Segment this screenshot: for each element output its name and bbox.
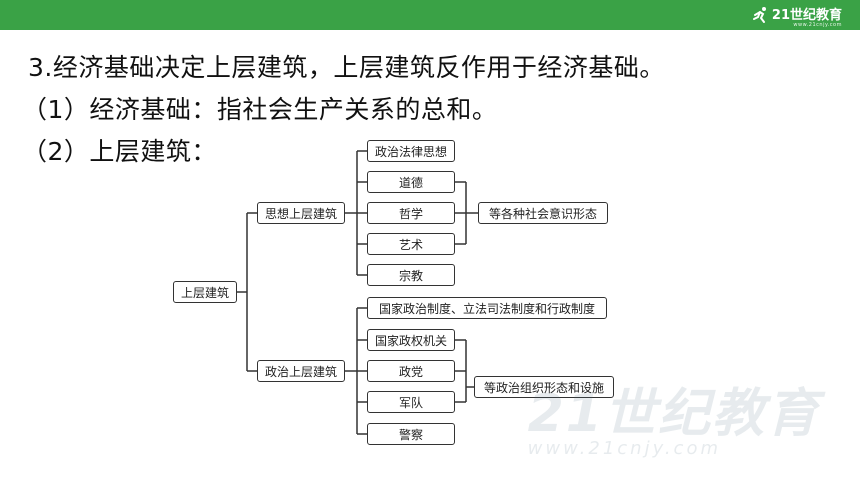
header-bar: 21世纪教育 www.21cnjy.com <box>0 0 860 30</box>
political-item: 国家政治制度、立法司法制度和行政制度 <box>367 297 607 319</box>
political-item: 国家政权机关 <box>367 329 455 351</box>
ideological-item: 道德 <box>367 171 455 193</box>
heading-line-1: 3.经济基础决定上层建筑，上层建筑反作用于经济基础。 <box>28 53 665 82</box>
logo: 21世纪教育 www.21cnjy.com <box>752 3 842 28</box>
ideological-item: 艺术 <box>367 233 455 255</box>
watermark: 21世纪教育 www.21cnjy.com <box>528 388 820 459</box>
ideological-summary-node: 等各种社会意识形态 <box>478 202 608 224</box>
watermark-brand: 21世纪教育 <box>527 384 820 444</box>
political-item: 军队 <box>367 391 455 413</box>
ideological-item: 政治法律思想 <box>367 140 455 162</box>
heading-line-2: （1）经济基础：指社会生产关系的总和。 <box>22 95 498 124</box>
ideological-superstructure-node: 思想上层建筑 <box>257 202 345 224</box>
logo-url: www.21cnjy.com <box>793 22 842 28</box>
runner-icon <box>752 7 766 23</box>
heading-line-3: （2）上层建筑： <box>22 137 217 166</box>
ideological-item: 哲学 <box>367 202 455 224</box>
political-superstructure-node: 政治上层建筑 <box>257 360 345 382</box>
watermark-url: www.21cnjy.com <box>527 438 721 459</box>
political-summary-node: 等政治组织形态和设施 <box>474 376 614 398</box>
political-item: 政党 <box>367 360 455 382</box>
political-item: 警察 <box>367 423 455 445</box>
ideological-item: 宗教 <box>367 264 455 286</box>
root-node: 上层建筑 <box>173 281 237 303</box>
logo-text: 21世纪教育 <box>771 7 842 23</box>
